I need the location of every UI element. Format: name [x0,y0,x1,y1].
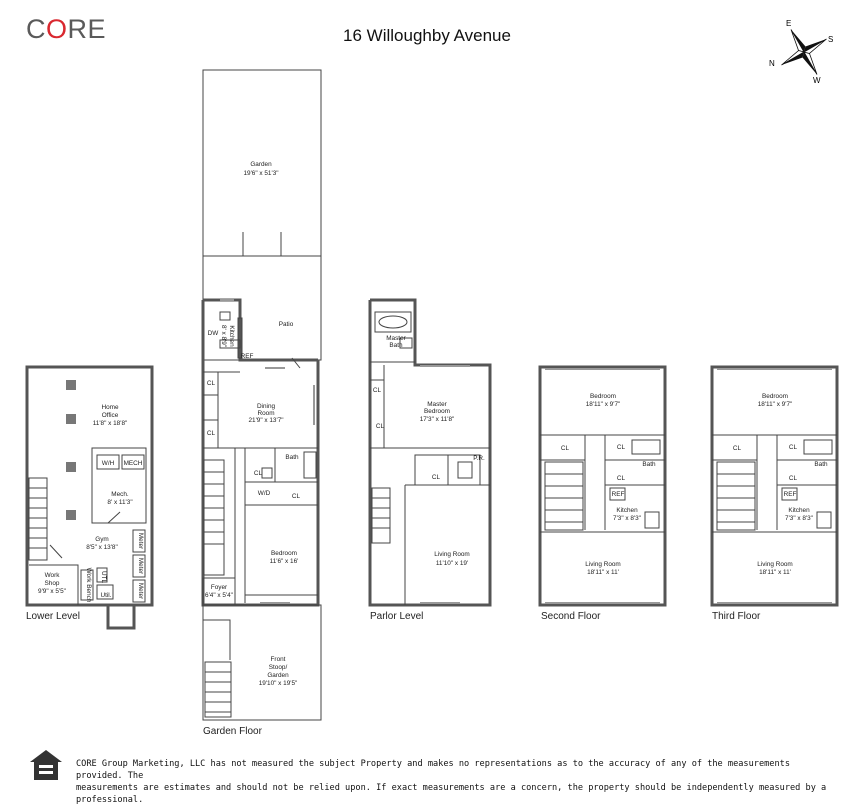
page-title: 16 Willoughby Avenue [343,26,511,45]
room-second-kitchen: Kitchen [616,507,638,514]
room-second-bedroom: Bedroom [590,393,616,400]
room-second-kitchen-dim: 7'3" x 8'3" [613,515,641,522]
disclaimer-line-1: CORE Group Marketing, LLC has not measur… [76,759,790,781]
third-floor-plan [710,365,839,607]
floor-label-lower: Lower Level [26,611,80,622]
room-third-bedroom-dim: 18'11" x 9'7" [758,401,793,408]
room-stoop-3: Garden [267,672,289,679]
room-stoop-2: Stoop/ [269,664,288,671]
compass-e: E [786,19,791,28]
label-third-bath: Bath [814,461,828,468]
label-parlor-cl-2: CL [376,423,385,430]
lower-level-plan [25,365,154,630]
room-third-living: Living Room [757,561,793,568]
compass-s: S [828,35,833,44]
label-pr: P.R. [473,455,485,462]
room-master-bath: Master [386,335,406,342]
label-second-cl-2: CL [617,444,626,451]
label-second-cl-3: CL [617,475,626,482]
room-mech: Mech. [111,491,129,498]
label-meter-1: Meter [137,533,144,550]
label-mech-box: MECH [124,460,143,467]
label-cl-2: CL [207,430,216,437]
room-master-dim: 17'3" x 11'8" [420,416,455,423]
floor-label-parlor: Parlor Level [370,611,423,622]
label-third-cl-1: CL [733,445,742,452]
room-kitchen-dim: 8' x 8'9" [220,325,227,347]
room-stoop: Front [271,656,286,663]
room-home-office: Home [101,404,118,411]
label-second-cl-1: CL [561,445,570,452]
room-work-shop-dim: 9'9" x 5'5" [38,588,66,595]
label-dw: DW [208,330,220,337]
disclaimer: CORE Group Marketing, LLC has not measur… [76,758,836,806]
compass-w: W [813,76,821,85]
disclaimer-line-2: measurements are estimates and should no… [76,783,827,805]
room-second-bedroom-dim: 18'11" x 9'7" [586,401,621,408]
room-third-bedroom: Bedroom [762,393,788,400]
room-third-kitchen: Kitchen [788,507,810,514]
equal-housing-icon [30,750,62,780]
label-second-bath: Bath [642,461,656,468]
label-third-cl-2: CL [789,444,798,451]
room-garden: Garden [250,161,272,168]
room-dining-dim: 21'9" x 13'7" [248,417,283,424]
room-gym-dim: 8'5" x 13'8" [86,544,118,551]
label-sink: UTL [100,571,107,584]
room-bedroom: Bedroom [271,550,297,557]
room-home-office-dim: 11'8" x 18'8" [93,420,128,427]
room-bedroom-dim: 11'6" x 16' [270,558,299,565]
label-work-bench: Work Bench [85,568,92,603]
label-parlor-cl-1: CL [373,387,382,394]
room-gym: Gym [95,536,109,543]
label-wd: W/D [258,490,271,497]
label-parlor-cl-3: CL [432,474,441,481]
room-home-office-2: Office [102,412,119,419]
room-master-2: Bedroom [424,408,450,415]
garden-floor-plan [201,69,322,721]
room-foyer-dim: 6'4" x 5'4" [205,592,233,599]
core-logo: CORE [26,14,107,44]
second-floor-plan [538,365,667,607]
room-living-dim: 11'10" x 19' [436,560,468,567]
label-cl-4: CL [292,493,301,500]
room-third-living-dim: 18'11" x 11' [759,569,791,576]
room-second-living: Living Room [585,561,621,568]
floor-label-third: Third Floor [712,611,761,622]
label-third-ref: REF [784,491,797,498]
floor-label-second: Second Floor [541,611,601,622]
room-mech-dim: 8' x 11'3" [107,499,132,506]
room-dining: Dining [257,403,276,410]
compass-n: N [769,59,775,68]
room-dining-2: Room [257,410,274,417]
label-util: Util. [100,592,111,599]
label-third-cl-3: CL [789,475,798,482]
label-meter-2: Meter [137,558,144,575]
room-living: Living Room [434,551,470,558]
label-wh: W/H [102,460,115,467]
label-bath: Bath [285,454,299,461]
room-work-shop: Work [45,572,61,579]
room-patio: Patio [279,321,294,328]
label-second-ref: REF [612,491,625,498]
room-second-living-dim: 18'11" x 11' [587,569,619,576]
label-meter-3: Meter [137,583,144,600]
parlor-level-plan [368,298,492,607]
room-work-shop-2: Shop [45,580,60,587]
room-kitchen: Kitchen [228,325,235,347]
label-cl-1: CL [207,380,216,387]
room-stoop-dim: 19'10" x 19'5" [259,680,298,687]
room-master: Master [427,401,447,408]
room-garden-dim: 19'6" x 51'3" [243,170,278,177]
floor-label-garden: Garden Floor [203,726,263,737]
label-cl-3: CL [254,470,263,477]
room-third-kitchen-dim: 7'3" x 8'3" [785,515,813,522]
compass-rose-icon: E S N W [769,19,833,85]
label-ref: REF [241,353,254,360]
room-master-bath-2: Bath [389,342,403,349]
room-foyer: Foyer [211,584,228,591]
